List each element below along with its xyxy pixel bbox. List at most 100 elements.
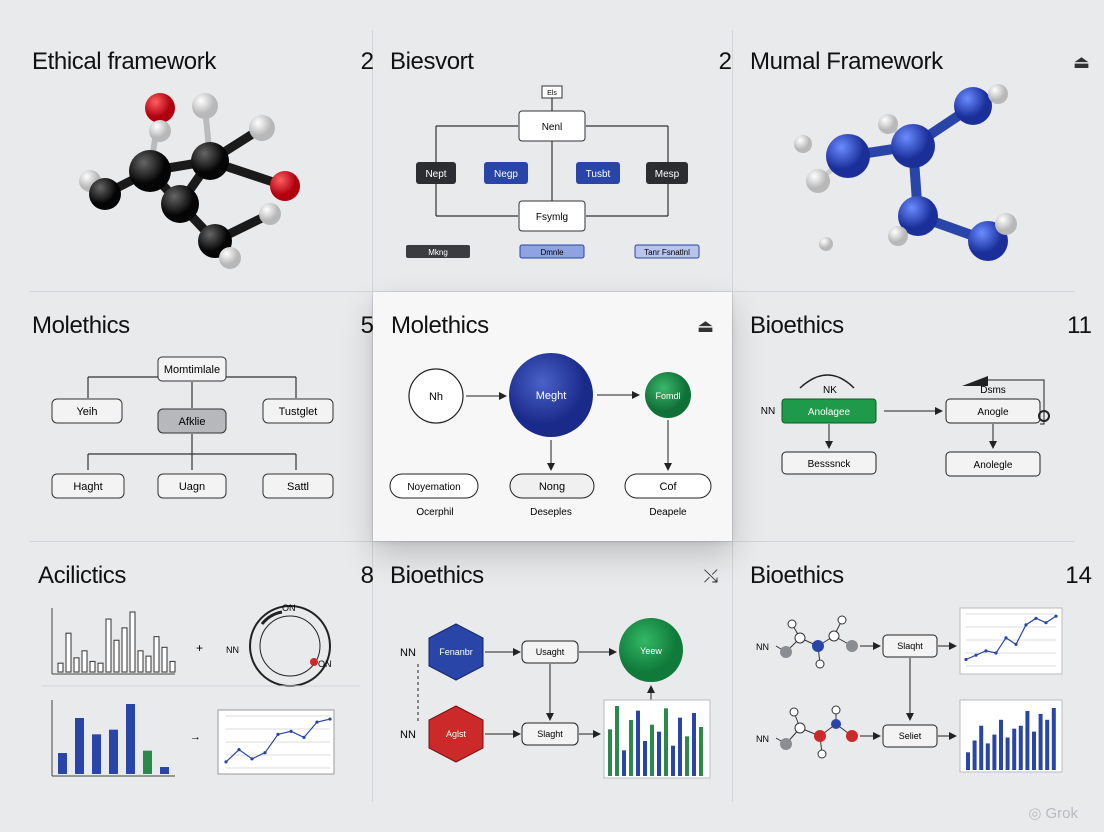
chart-collage: + ON ON NN → bbox=[42, 603, 360, 777]
point bbox=[1014, 642, 1018, 646]
bar bbox=[966, 752, 970, 770]
outline-bar-chart bbox=[57, 611, 176, 673]
bar bbox=[678, 717, 682, 776]
point bbox=[250, 757, 254, 761]
bar bbox=[622, 750, 626, 776]
panel-title: Molethics bbox=[391, 312, 489, 339]
slash-arrow-icon[interactable]: ⤯ bbox=[703, 566, 718, 586]
network-collage: NN NN Slaqht Seliet bbox=[756, 607, 1063, 773]
hex-red: Aglst bbox=[446, 729, 467, 739]
panel-bioethics-flow: Bioethics 11 NK NN Anolagee Dsms Anogle … bbox=[748, 300, 1098, 550]
hex-blue: Fenanbr bbox=[439, 647, 473, 657]
node-s: Slaght bbox=[537, 729, 563, 739]
panel-bioethics-hex: Bioethics ⤯ NN NN Fenanbr Aglst Usaght S… bbox=[388, 550, 738, 800]
bar bbox=[1005, 737, 1010, 770]
bar bbox=[1038, 713, 1043, 770]
bar bbox=[1012, 728, 1017, 770]
bar bbox=[105, 618, 112, 673]
node-root: Momtimlale bbox=[164, 364, 220, 376]
node-center-label: Nenl bbox=[542, 122, 563, 133]
watermark-text: Grok bbox=[1045, 805, 1078, 822]
flow-diagram: NN NN Fenanbr Aglst Usaght Slaght Yeew bbox=[400, 618, 711, 779]
panel-title: Acilictics bbox=[38, 562, 127, 589]
mixed-bar-chart bbox=[608, 706, 703, 776]
point bbox=[289, 729, 293, 733]
bar bbox=[692, 713, 696, 776]
panel-bioethics-network: Bioethics 14 NN NN Sl bbox=[748, 550, 1098, 800]
bar bbox=[143, 750, 152, 774]
node-n3: Fomdl bbox=[655, 391, 680, 401]
grok-logo-icon: ◎ bbox=[1028, 805, 1042, 822]
bar bbox=[992, 734, 997, 770]
bar bbox=[58, 753, 67, 774]
node-a1: Anogle bbox=[977, 407, 1009, 418]
flowchart: Els Nenl Nept Negp Tusbt Mesp Fsymlg Mkn… bbox=[406, 85, 700, 259]
node-right-label: Mesp bbox=[655, 169, 680, 180]
bar bbox=[1051, 708, 1056, 770]
panel-count: 11 bbox=[1067, 312, 1092, 339]
point bbox=[263, 751, 267, 755]
panel-title: Molethics bbox=[32, 312, 130, 339]
point bbox=[994, 651, 998, 655]
bar bbox=[92, 734, 101, 774]
panel-count: 2 bbox=[718, 48, 732, 75]
point bbox=[328, 717, 332, 721]
bar bbox=[97, 662, 104, 673]
bar bbox=[664, 708, 668, 776]
panel-biesvort: Biesvort 2 Els Nenl Nept Negp Tusbt Mesp bbox=[388, 36, 738, 286]
legend-1: Mkng bbox=[428, 248, 448, 257]
label-on-2: ON bbox=[318, 659, 332, 669]
line-chart bbox=[224, 715, 332, 769]
point bbox=[1024, 623, 1028, 627]
bar bbox=[1018, 725, 1023, 770]
line-chart bbox=[964, 613, 1058, 667]
bar bbox=[81, 650, 88, 673]
upload-tray-icon[interactable]: ⏏ bbox=[696, 316, 714, 336]
label-nn-2: NN bbox=[400, 729, 416, 741]
bar bbox=[169, 660, 176, 673]
point bbox=[1034, 616, 1038, 620]
caption-2: Deseples bbox=[530, 507, 572, 518]
bar bbox=[643, 741, 647, 776]
panel-title: Biesvort bbox=[390, 48, 474, 75]
flowchart: Momtimlale Yeih Afklie Tustglet Haght Ua… bbox=[51, 356, 334, 499]
bar bbox=[57, 662, 64, 673]
label-nn: NN bbox=[761, 406, 775, 417]
node-right: Tustglet bbox=[279, 406, 318, 418]
bar bbox=[629, 720, 633, 776]
panel-title: Bioethics bbox=[750, 562, 844, 589]
label-nn-1: NN bbox=[400, 647, 416, 659]
bar bbox=[615, 706, 619, 776]
panel-count: 14 bbox=[1065, 562, 1092, 589]
node-a2: Anolegle bbox=[974, 460, 1013, 471]
node-b1: Noyemation bbox=[407, 482, 460, 493]
node-center: Afklie bbox=[179, 416, 206, 428]
bar bbox=[121, 627, 128, 673]
series-line bbox=[965, 615, 1057, 661]
node-left2-label: Negp bbox=[494, 169, 518, 180]
node-u: Usaght bbox=[536, 647, 565, 657]
panel-ethical-framework: Ethical framework 2 bbox=[30, 36, 380, 286]
point bbox=[1044, 621, 1048, 625]
bar bbox=[699, 727, 703, 776]
caption-1: Ocerphil bbox=[416, 507, 453, 518]
node-top-label: Els bbox=[547, 90, 557, 97]
bar bbox=[608, 729, 612, 776]
label-nn: NN bbox=[226, 645, 239, 655]
point bbox=[237, 748, 241, 752]
panel-title: Bioethics bbox=[390, 562, 484, 589]
panel-mumal-framework: Mumal Framework ⏏ bbox=[748, 36, 1098, 286]
bar bbox=[685, 736, 689, 776]
point bbox=[1004, 636, 1008, 640]
point bbox=[964, 657, 968, 662]
node-n2: Meght bbox=[536, 390, 567, 402]
bar bbox=[1025, 710, 1030, 770]
caption-3: Deapele bbox=[649, 507, 687, 518]
bar bbox=[89, 660, 96, 673]
label-on-1: ON bbox=[282, 603, 296, 613]
point bbox=[276, 732, 280, 736]
upload-tray-icon[interactable]: ⏏ bbox=[1072, 52, 1090, 72]
label-nn-1: NN bbox=[756, 642, 769, 652]
bar bbox=[1045, 719, 1050, 770]
bar bbox=[671, 745, 675, 776]
